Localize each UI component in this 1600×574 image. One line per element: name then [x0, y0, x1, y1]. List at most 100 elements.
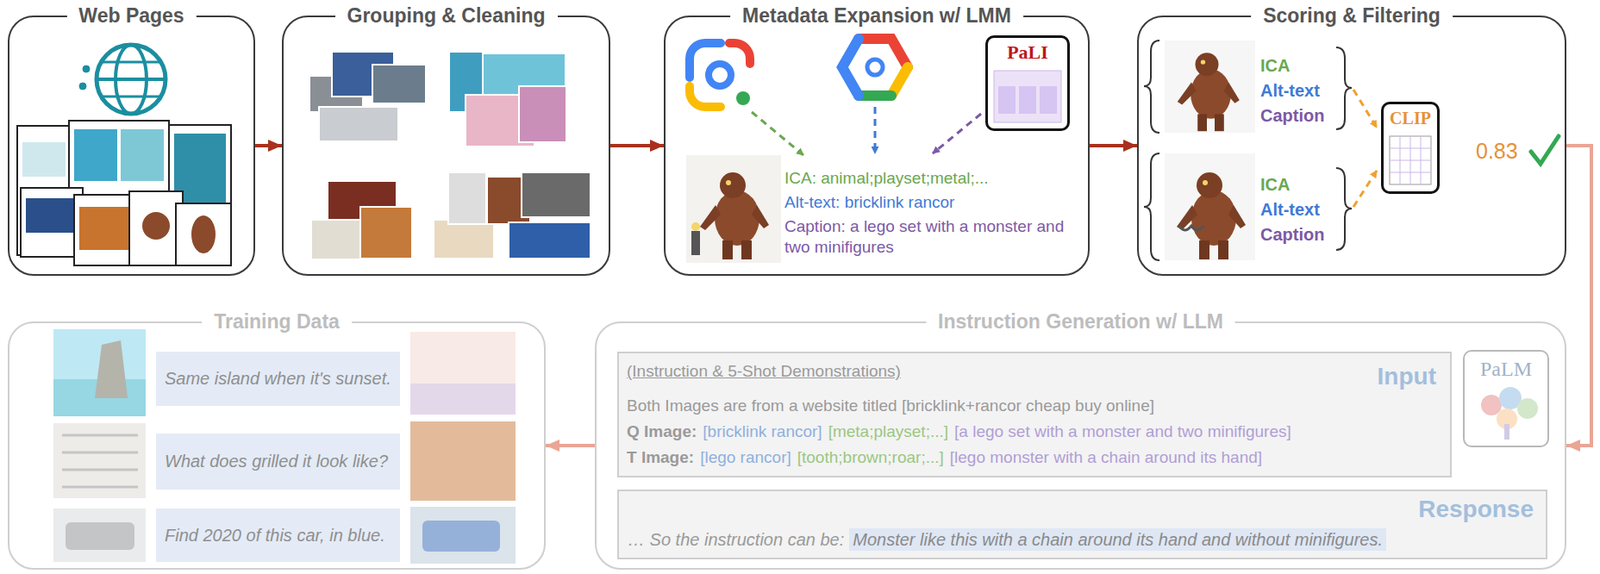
lens-circle	[708, 63, 732, 87]
photo-ground	[1164, 40, 1256, 133]
panel-title: Web Pages	[66, 4, 196, 29]
dashed-arrow	[874, 106, 877, 154]
globe-line	[96, 77, 166, 82]
lego-photo	[686, 155, 782, 263]
lens-corner	[689, 43, 721, 78]
hex-center	[867, 59, 883, 75]
caption-text: Caption	[1260, 224, 1325, 246]
page	[68, 120, 169, 197]
instruction-box: Same island when it's sunset.	[156, 351, 400, 407]
panel-title: Training Data	[201, 310, 352, 335]
photo	[74, 129, 118, 182]
lens-corner	[689, 86, 721, 107]
hex-side	[842, 38, 859, 96]
photo-ground	[1164, 153, 1256, 261]
model-block	[998, 86, 1016, 114]
ica-text: [tooth;brown;roar;...]	[797, 448, 944, 469]
dashed-arrow	[1353, 170, 1377, 207]
instruction-text: Find 2020 of this car, in blue.	[164, 525, 392, 547]
dashed-arrow	[751, 112, 804, 156]
alt-text: Alt-text	[1260, 199, 1320, 221]
model-block	[1018, 86, 1037, 114]
minifigure	[691, 222, 700, 232]
ica-text: [meta;playset;...]	[828, 422, 949, 443]
model-box: PaLM	[1462, 350, 1550, 448]
photo	[79, 206, 132, 250]
model-name: PaLI	[1006, 41, 1049, 64]
photo	[372, 64, 426, 104]
panel-title: Metadata Expansion w/ LMM	[730, 4, 1024, 29]
brace	[1143, 153, 1160, 261]
score-value: 0.83	[1475, 137, 1519, 165]
monster-figure	[1177, 52, 1240, 132]
instruction-box: What does grilled it look like?	[156, 433, 400, 490]
ica-text: ICA	[1260, 55, 1290, 77]
instruction-text: Same island when it's sunset.	[164, 368, 392, 390]
braces	[1143, 40, 1352, 261]
caption-text: [a lego set with a monster and two minif…	[954, 422, 1292, 443]
box-heading: Input	[1377, 362, 1437, 392]
prompt-box: (Instruction & 5-Shot Demonstrations)Inp…	[617, 351, 1452, 478]
photo	[433, 219, 494, 259]
photo	[508, 222, 591, 259]
checkmark	[1531, 136, 1559, 164]
photo	[25, 198, 78, 233]
flow-arrow	[545, 443, 595, 448]
panel-title: Scoring & Filtering	[1250, 4, 1453, 29]
photo	[53, 508, 146, 563]
globe-ring	[96, 44, 166, 114]
brace	[1143, 40, 1160, 133]
ica-text: ICA: animal;playset;metal;...	[784, 168, 989, 189]
panel-title: Instruction Generation w/ LLM	[925, 310, 1236, 335]
cloud-icon	[842, 38, 908, 96]
globe-icon	[79, 44, 166, 114]
flow-arrow	[1566, 145, 1592, 446]
brace	[1336, 47, 1352, 130]
lens-dot	[736, 91, 750, 106]
model-panel	[993, 70, 1062, 123]
photo	[311, 219, 365, 260]
photo	[53, 329, 146, 417]
photo	[191, 215, 216, 254]
dashed-arrow	[932, 113, 982, 154]
photo	[410, 506, 516, 564]
model-box: CLIP	[1381, 101, 1440, 194]
chain	[1179, 225, 1204, 231]
photo	[53, 423, 146, 499]
ica-text: ICA	[1260, 174, 1290, 196]
globe-line	[101, 61, 161, 64]
dashed-arrow	[1353, 89, 1377, 128]
instruction-box: Find 2020 of this car, in blue.	[156, 508, 400, 563]
box-heading: Response	[1418, 494, 1534, 525]
logo-dot	[1517, 398, 1538, 419]
prompt-text: Both Images are from a website titled [b…	[626, 396, 1155, 417]
model-box: PaLI	[985, 35, 1070, 132]
alt-text: Alt-text: bricklink rancor	[784, 192, 955, 213]
model-name: CLIP	[1389, 107, 1432, 129]
node-dot	[79, 82, 87, 90]
alt-text: [bricklink rancor]	[702, 422, 822, 443]
photo	[22, 142, 66, 177]
alt-text: Alt-text	[1260, 80, 1320, 102]
model-panel	[1389, 136, 1432, 185]
model-name: PaLM	[1480, 356, 1532, 382]
panel-title: Grouping & Cleaning	[335, 4, 558, 29]
caption-text: [lego monster with a chain around its ha…	[950, 448, 1263, 469]
scoring-photos	[1164, 40, 1256, 261]
photo	[62, 435, 138, 488]
clip-diagram	[1389, 136, 1432, 185]
palm-logo	[1481, 387, 1538, 440]
instruction-text: What does grilled it look like?	[164, 450, 392, 473]
lens-icon	[689, 43, 750, 107]
logo-trunk	[1504, 424, 1510, 440]
metadata-arrows	[751, 106, 982, 156]
globe-line	[101, 95, 161, 99]
node-dot	[82, 65, 90, 73]
photo	[422, 520, 500, 552]
photo	[410, 383, 516, 415]
photo	[410, 421, 516, 501]
flow-arrow	[255, 143, 282, 148]
score-grid	[1389, 136, 1432, 185]
